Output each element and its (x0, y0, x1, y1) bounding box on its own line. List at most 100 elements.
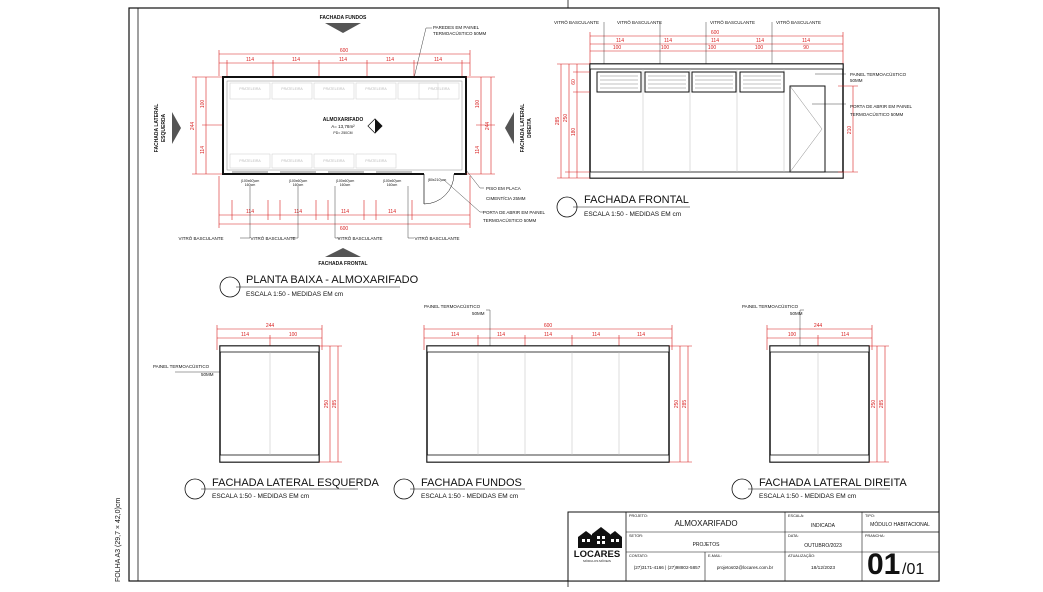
fachada-frontal-arrow-label: FACHADA FRONTAL (318, 261, 367, 267)
shelf-label: PRATELEIRA (365, 87, 387, 91)
dim-600: 600 (544, 323, 553, 329)
fachada-frontal-arrow (325, 248, 361, 257)
dim-100: 100 (708, 45, 717, 51)
sheet-border (128, 7, 940, 582)
window-spec: (100x60)cm (336, 179, 355, 183)
dim-114: 114 (341, 209, 349, 215)
dim-100: 100 (755, 45, 764, 51)
contato-label: CONTATO: (629, 554, 648, 558)
dim-600: 600 (711, 30, 720, 36)
dim-114: 114 (292, 57, 300, 63)
dim-600-top: 600 (340, 48, 349, 54)
vitro-callout: VITRÔ BASCULANTE (710, 19, 755, 25)
shelves-bottom (229, 153, 397, 169)
fachada-lateral-direita: 244 100 114 250 285 PAINEL TERMOACÚSTICO… (731, 303, 907, 500)
fachada-lat-dir-label: DIREITA (527, 118, 533, 138)
fachada-fundos-arrow-label: FACHADA FUNDOS (320, 15, 367, 21)
escala-label: ESCALA: (788, 514, 804, 518)
vitro-callout: VITRÔ BASCULANTE (178, 235, 223, 241)
frontal-windows (596, 71, 785, 93)
porta-callout: PORTA DE ABRIR EM PAINEL (850, 104, 913, 109)
contato-value: (27)3171-4166 | (27)98802-5857 (634, 565, 701, 570)
email-value: projetos02@locares.com.br (717, 565, 774, 570)
fachada-lat-esq-arrow (172, 112, 181, 144)
data-value: OUTUBRO/2023 (804, 543, 842, 549)
projeto-label: PROJETO: (629, 514, 648, 518)
fachada-lateral-esquerda: 244 114 100 250 285 PAINEL TERMOACÚSTICO… (153, 323, 380, 500)
dim-250: 250 (871, 400, 877, 409)
dim-114: 114 (592, 332, 600, 338)
prancha-label: PRANCHA: (865, 534, 885, 538)
frontal-scale: ESCALA 1:50 - MEDIDAS EM cm (584, 211, 681, 218)
lat-esq-outline (219, 345, 320, 463)
dim-285: 285 (555, 117, 561, 126)
dim-114: 114 (616, 38, 624, 44)
painel-callout: 50MM (850, 78, 863, 83)
vitro-callout: VITRÔ BASCULANTE (617, 19, 662, 25)
tipo-label: TIPO: (865, 514, 875, 518)
window-sill: 160cm (387, 183, 398, 187)
logo-text: LOCARES (574, 549, 620, 560)
shelf-label: PRATELEIRA (323, 87, 345, 91)
dim-90: 90 (803, 45, 809, 51)
dim-114: 114 (388, 209, 396, 215)
door-spec: (80x210)cm (428, 178, 447, 182)
dim-114: 114 (451, 332, 459, 338)
dim-114: 114 (241, 332, 249, 338)
shelf-label: PRATELEIRA (281, 87, 303, 91)
dim-114: 114 (664, 38, 672, 44)
dim-285: 285 (332, 400, 338, 409)
lat-dir-title: FACHADA LATERAL DIREITA (759, 477, 907, 489)
painel-callout: PAINEL TERMOACÚSTICO (424, 303, 481, 309)
painel-callout: 50MM (472, 311, 485, 316)
window-spec: (100x60)cm (289, 179, 308, 183)
shelf-label: PRATELEIRA (239, 87, 261, 91)
dim-244: 244 (190, 122, 196, 131)
frontal-title: FACHADA FRONTAL (584, 194, 689, 206)
fundos-scale: ESCALA 1:50 - MEDIDAS EM cm (421, 493, 518, 500)
dim-114: 114 (386, 57, 394, 63)
dim-114: 114 (497, 332, 505, 338)
dim-114: 114 (434, 57, 442, 63)
data-label: DATA: (788, 534, 799, 538)
paper-size-text: FOLHA A3 (29,7 × 42,0)cm (115, 497, 122, 582)
dim-100: 100 (289, 332, 298, 338)
shelf-label: PRATELEIRA (365, 159, 387, 163)
fachada-fundos: 600 114 114 114 114 114 250 285 PAINEL T… (393, 303, 692, 500)
fundos-title: FACHADA FUNDOS (421, 477, 522, 489)
vitro-callout: VITRÔ BASCULANTE (776, 19, 821, 25)
lat-esq-title: FACHADA LATERAL ESQUERDA (212, 477, 380, 489)
room-name: ALMOXARIFADO (323, 117, 364, 123)
window-spec: (100x60)cm (241, 179, 260, 183)
shelf-label: PRATELEIRA (428, 87, 450, 91)
dim-114: 114 (246, 57, 254, 63)
lat-dir-scale: ESCALA 1:50 - MEDIDAS EM cm (759, 493, 856, 500)
locares-logo: LOCARES MÓDULOS MÓVEIS (574, 527, 622, 563)
window-spec: (100x60)cm (383, 179, 402, 183)
lat-esq-scale: ESCALA 1:50 - MEDIDAS EM cm (212, 493, 309, 500)
escala-value: INDICADA (811, 523, 836, 529)
dim-114: 114 (756, 38, 764, 44)
setor-value: PROJETOS (693, 542, 721, 548)
dim-250: 250 (324, 400, 330, 409)
dim-100: 100 (613, 45, 622, 51)
tipo-value: MÓDULO HABITACIONAL (870, 521, 930, 528)
fachada-lat-dir-label: FACHADA LATERAL (520, 104, 526, 153)
dim-114: 114 (711, 38, 719, 44)
dim-210: 210 (847, 126, 853, 135)
dim-600-bottom: 600 (340, 226, 349, 232)
porta-callout: TERMOACÚSTICO 50MM (850, 111, 904, 117)
fundos-outline (426, 345, 670, 463)
email-label: E-MAIL: (708, 554, 722, 558)
dim-100: 100 (788, 332, 797, 338)
window-sill: 160cm (293, 183, 304, 187)
dim-114: 114 (637, 332, 645, 338)
dim-285: 285 (682, 400, 688, 409)
planta-scale: ESCALA 1:50 - MEDIDAS EM cm (246, 291, 343, 298)
dim-100: 100 (661, 45, 670, 51)
dim-114: 114 (339, 57, 347, 63)
fachada-lat-esq-label: ESQUERDA (161, 113, 167, 142)
room-height: PD= 250CM (333, 131, 352, 135)
fachada-fundos-arrow (325, 23, 361, 33)
